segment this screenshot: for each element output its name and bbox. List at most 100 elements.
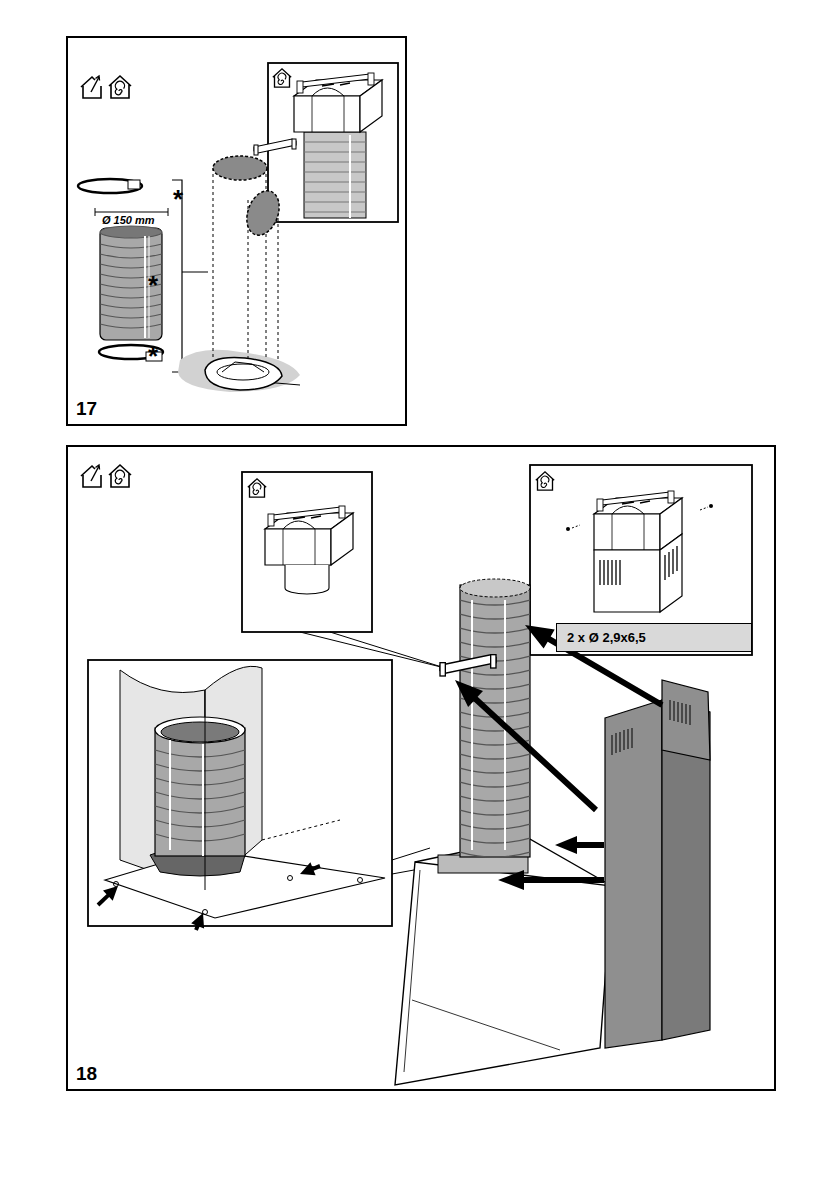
illustration-part: [100, 228, 162, 340]
illustration-part: [392, 848, 430, 860]
illustration-part: [100, 314, 162, 318]
illustration-part: [100, 244, 162, 248]
illustration-part: [685, 704, 686, 724]
illustration-part: [599, 560, 600, 585]
illustration-part: [155, 820, 245, 827]
screw-spec-box: 2 x Ø 2,9x6,5: [556, 623, 752, 652]
illustration-part: [155, 717, 245, 743]
optional-mark: *: [148, 343, 158, 369]
illustration-part: [358, 878, 363, 883]
illustration-part: [78, 179, 142, 193]
illustration-part: [677, 702, 678, 722]
illustration-part: [689, 705, 690, 725]
illustration-part: [169, 740, 171, 850]
illustration-part: [273, 69, 291, 87]
illustration-part: [615, 560, 616, 585]
illustration-part: [460, 824, 530, 829]
illustration-part: [460, 614, 530, 619]
illustration-part: [525, 625, 664, 708]
illustration-part: [566, 527, 570, 531]
illustration-part: [455, 625, 664, 890]
illustration-part: [555, 836, 604, 854]
illustration-part: [155, 728, 245, 856]
illustration-part: [455, 680, 598, 812]
illustration-part: [672, 549, 673, 574]
illustration-part: [88, 660, 392, 926]
illustration-part: [300, 862, 321, 875]
illustration-part: [460, 838, 530, 843]
illustration-part: [213, 168, 214, 360]
illustration-part: [155, 750, 245, 757]
illustration-part: [471, 600, 473, 850]
illustration-part: [572, 507, 708, 528]
illustration-part: [709, 504, 713, 508]
illustration-part: [97, 886, 118, 906]
illustration-part: [412, 1000, 560, 1050]
illustration-part: [460, 585, 530, 857]
illustration-part: [304, 142, 366, 212]
illustration-part: [265, 506, 353, 565]
illustration-part: [460, 600, 530, 605]
step-panel: 18 2 x Ø 2,9x6,5: [66, 445, 776, 1091]
illustration-part: [155, 764, 245, 771]
panel-17-art: [78, 63, 398, 392]
illustration-part: [304, 132, 366, 218]
illustration-part: [612, 700, 690, 755]
illustration-part: [460, 782, 530, 787]
illustration-part: [155, 806, 245, 813]
illustration-part: [611, 735, 612, 755]
illustration-part: [128, 180, 140, 189]
illustration-part: [114, 882, 119, 887]
illustration-part: [100, 324, 162, 328]
illustration-part: [611, 560, 612, 585]
illustration-part: [619, 560, 620, 585]
illustration-part: [205, 358, 282, 391]
illustration-part: [304, 162, 366, 163]
illustration-part: [460, 579, 530, 597]
illustration-part: [191, 913, 204, 931]
illustration-part: [304, 172, 366, 173]
illustration-part: [109, 465, 131, 487]
illustration-part: [100, 226, 162, 238]
optional-mark: *: [148, 272, 158, 298]
illustration-part: [460, 754, 530, 759]
illustration-part: [668, 552, 669, 577]
illustration-part: [100, 264, 162, 268]
illustration-part: [460, 796, 530, 801]
illustration-part: [603, 560, 604, 585]
illustration-part: [438, 855, 528, 873]
illustration-part: [669, 700, 670, 720]
illustration-part: [623, 730, 624, 750]
illustration-part: [161, 722, 239, 742]
dimension: Ø 150 mm: [102, 214, 155, 226]
illustration-part: [155, 792, 245, 799]
illustration-part: [81, 465, 101, 487]
illustration-part: [395, 862, 612, 1085]
illustration-part: [213, 156, 267, 180]
illustration-part: [304, 192, 366, 193]
illustration-part: [241, 186, 285, 239]
illustration-part: [278, 200, 279, 360]
illustration-part: [288, 876, 293, 881]
illustration-part: [248, 479, 266, 497]
step-number: 17: [76, 398, 97, 420]
step-number: 18: [76, 1063, 97, 1085]
illustration-part: [600, 546, 677, 585]
illustration-part: [605, 700, 662, 1048]
illustration-part: [676, 546, 677, 571]
illustration-part: [460, 852, 530, 857]
panel-18-art: [81, 465, 752, 1085]
illustration-part: [178, 350, 300, 392]
illustration-part: [619, 732, 620, 752]
illustration-part: [202, 744, 204, 856]
illustration-part: [109, 76, 131, 98]
illustration-part: [673, 701, 674, 721]
illustration-part: [254, 139, 296, 155]
illustration-part: [155, 778, 245, 785]
illustration-part: [460, 768, 530, 773]
screw-spec: 2 x Ø 2,9x6,5: [557, 630, 646, 645]
illustration-part: [607, 560, 608, 585]
illustration-part: [242, 472, 372, 632]
